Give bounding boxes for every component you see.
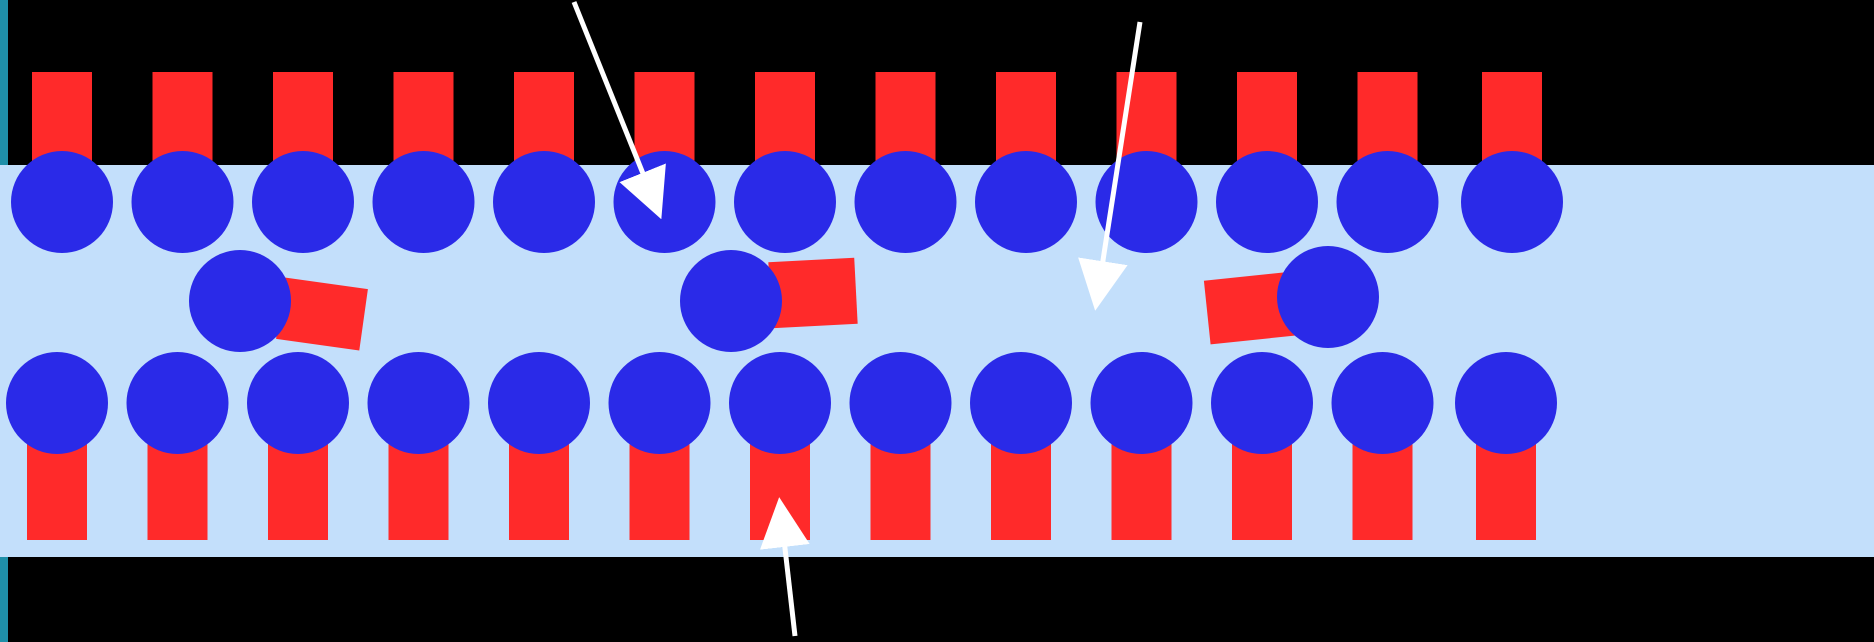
lower-head-8 xyxy=(850,352,952,454)
upper-head-5 xyxy=(493,151,595,253)
lower-head-10 xyxy=(1091,352,1193,454)
lower-tail-4 xyxy=(389,440,449,540)
upper-head-13 xyxy=(1461,151,1563,253)
lower-tail-1 xyxy=(27,440,87,540)
upper-head-11 xyxy=(1216,151,1318,253)
upper-head-7 xyxy=(734,151,836,253)
lower-tail-13 xyxy=(1476,440,1536,540)
lower-head-12 xyxy=(1332,352,1434,454)
lower-head-4 xyxy=(368,352,470,454)
lower-head-9 xyxy=(970,352,1072,454)
lower-tail-11 xyxy=(1232,440,1292,540)
inner-head-1 xyxy=(189,250,291,352)
upper-head-3 xyxy=(252,151,354,253)
upper-head-6 xyxy=(614,151,716,253)
lower-tail-9 xyxy=(991,440,1051,540)
upper-head-9 xyxy=(975,151,1077,253)
lower-tail-6 xyxy=(630,440,690,540)
lower-head-6 xyxy=(609,352,711,454)
upper-head-12 xyxy=(1337,151,1439,253)
upper-head-1 xyxy=(11,151,113,253)
inner-tail-2 xyxy=(768,258,857,328)
inner-tail-1 xyxy=(276,277,368,350)
inner-head-2 xyxy=(680,250,782,352)
lower-head-7 xyxy=(729,352,831,454)
lower-tail-3 xyxy=(268,440,328,540)
upper-head-8 xyxy=(855,151,957,253)
inner-head-3 xyxy=(1277,246,1379,348)
lower-head-11 xyxy=(1211,352,1313,454)
lower-tail-8 xyxy=(871,440,931,540)
lower-head-3 xyxy=(247,352,349,454)
upper-head-4 xyxy=(373,151,475,253)
lower-head-1 xyxy=(6,352,108,454)
lower-head-13 xyxy=(1455,352,1557,454)
lower-tail-5 xyxy=(509,440,569,540)
lower-tail-10 xyxy=(1112,440,1172,540)
upper-head-2 xyxy=(132,151,234,253)
lower-tail-2 xyxy=(148,440,208,540)
lower-head-2 xyxy=(127,352,229,454)
lower-head-5 xyxy=(488,352,590,454)
lower-tail-12 xyxy=(1353,440,1413,540)
